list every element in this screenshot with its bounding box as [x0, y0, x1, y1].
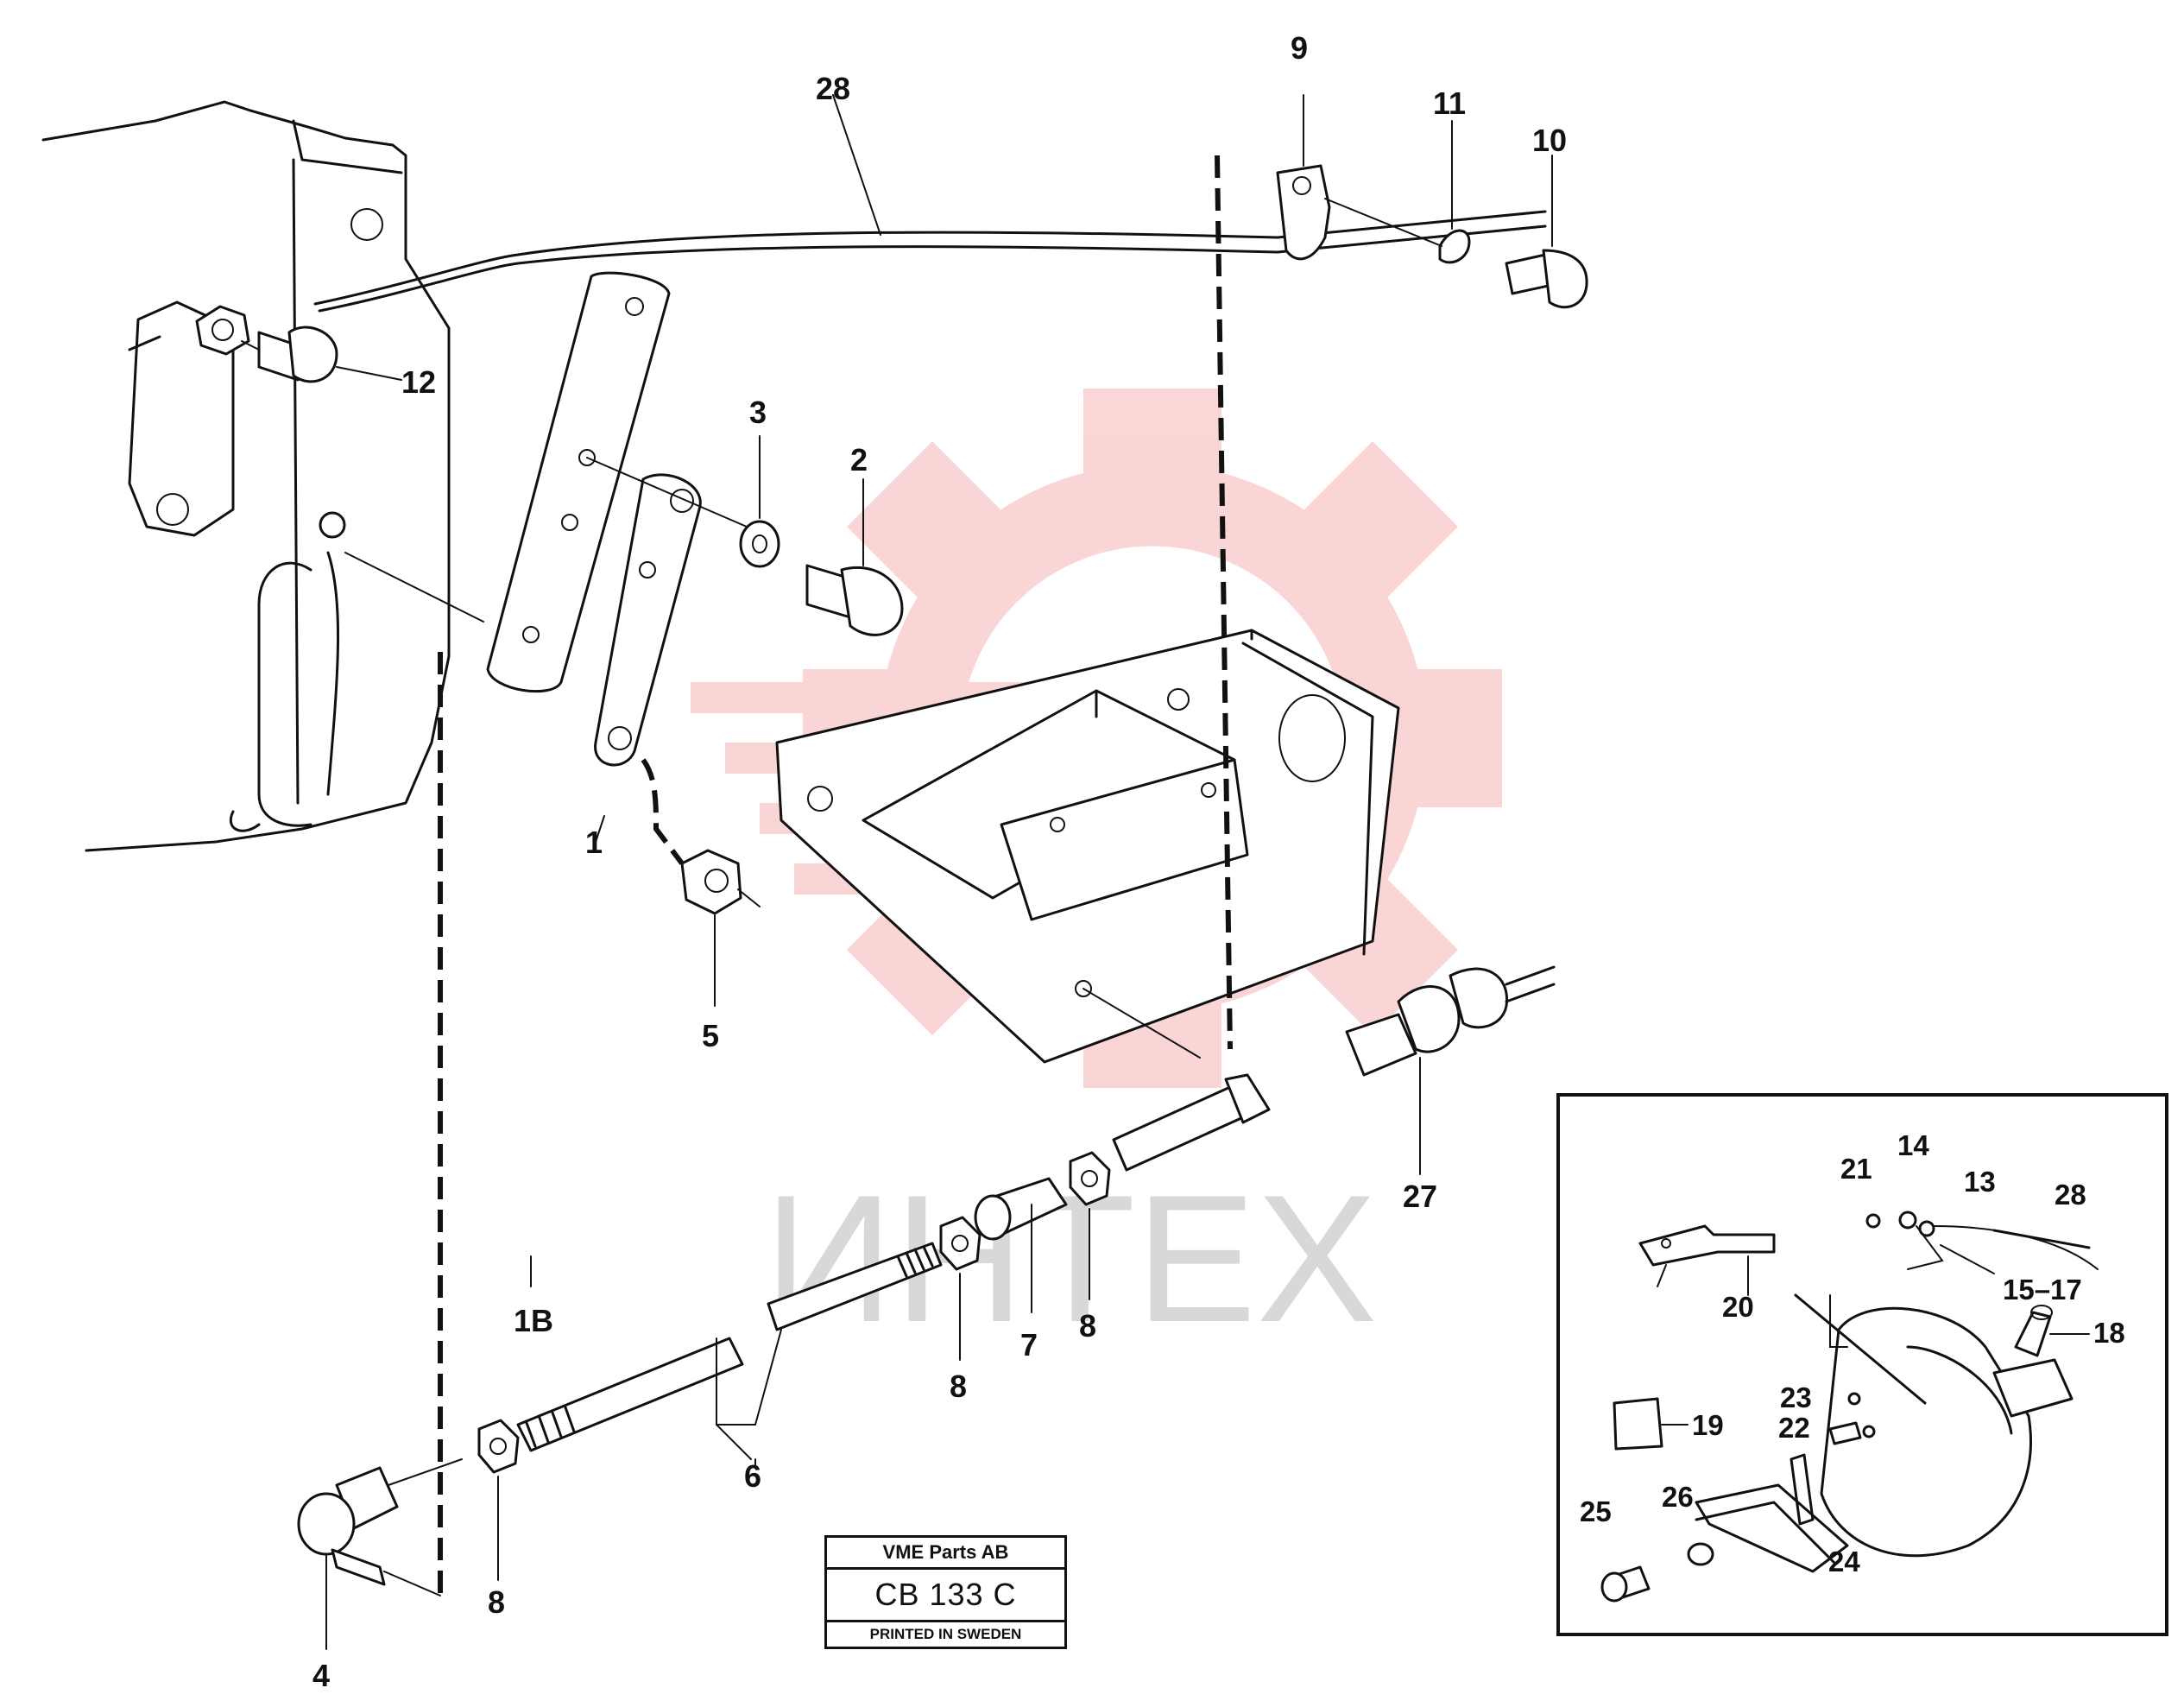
- assembly-line-right: [1215, 155, 1233, 1050]
- washer-11: [1324, 120, 1471, 264]
- bracket-plate: [486, 271, 671, 693]
- clamp-9: [1276, 94, 1331, 261]
- inset-callout-22: 22: [1778, 1412, 1810, 1444]
- throttle-cable: [313, 94, 1547, 313]
- rod-6: [516, 1242, 943, 1469]
- ball-joint-4: [297, 1458, 463, 1650]
- watermark-text: ИНТЕХ: [763, 1157, 1377, 1360]
- callout-7: 7: [1020, 1327, 1038, 1362]
- washer-3: [739, 435, 780, 568]
- callout-28: 28: [816, 71, 850, 106]
- link-1: [594, 473, 702, 843]
- callout-8-lower: 8: [488, 1584, 505, 1620]
- callout-10: 10: [1532, 123, 1567, 158]
- callout-labels: 1 1B 2 3 4 5 6 7 8 8 8 9 10 11 12 27 28: [312, 30, 1567, 1693]
- callout-1: 1: [585, 825, 603, 860]
- mounting-bracket: [775, 629, 1400, 1064]
- inset-callout-21: 21: [1840, 1153, 1872, 1185]
- callout-8-upper: 8: [1079, 1308, 1096, 1343]
- inset-callout-24: 24: [1828, 1546, 1860, 1577]
- callout-5: 5: [702, 1018, 719, 1053]
- cable-fitting-27: [1112, 965, 1556, 1175]
- inset-callout-28: 28: [2055, 1179, 2086, 1211]
- stamp-code: CB 133 C: [827, 1570, 1064, 1622]
- callout-12: 12: [401, 364, 436, 400]
- inset-callout-26: 26: [1662, 1481, 1694, 1513]
- callout-3: 3: [749, 395, 767, 430]
- callout-8-middle: 8: [950, 1369, 967, 1404]
- stamp-printed: PRINTED IN SWEDEN: [869, 1626, 1022, 1642]
- inset-callout-14: 14: [1897, 1129, 1929, 1161]
- inset-callout-19: 19: [1692, 1409, 1724, 1441]
- nut-8-middle: [939, 1216, 982, 1361]
- callout-6: 6: [744, 1458, 761, 1494]
- inset-callout-18: 18: [2093, 1317, 2125, 1349]
- inset-callout-23: 23: [1780, 1381, 1812, 1413]
- inset-callout-15-17: 15–17: [2003, 1274, 2082, 1306]
- callout-1b: 1B: [514, 1303, 553, 1338]
- inset-detail: 13 14 15–17 18 19 20 21 22 23 24 25 26 2…: [1556, 1093, 2168, 1636]
- nut-8-lower: [477, 1419, 520, 1581]
- stamp-company: VME Parts AB: [827, 1538, 1064, 1570]
- engine-housing: [41, 100, 484, 852]
- callout-11: 11: [1433, 85, 1466, 121]
- callout-9: 9: [1291, 30, 1308, 66]
- inset-callout-13: 13: [1964, 1166, 1996, 1198]
- callout-2: 2: [850, 442, 868, 477]
- bolt-10: [1505, 155, 1588, 309]
- callout-4: 4: [312, 1658, 330, 1693]
- inset-callout-25: 25: [1580, 1495, 1612, 1527]
- nut-8-upper: [1069, 1151, 1111, 1300]
- bolt-12: [195, 305, 402, 383]
- sleeve-7: [974, 1177, 1068, 1313]
- catalogue-stamp: VME Parts AB CB 133 C PRINTED IN SWEDEN: [824, 1535, 1067, 1649]
- bolt-2: [805, 478, 904, 636]
- nut-5: [641, 758, 761, 1007]
- callout-27: 27: [1403, 1179, 1437, 1214]
- inset-callout-20: 20: [1722, 1291, 1754, 1323]
